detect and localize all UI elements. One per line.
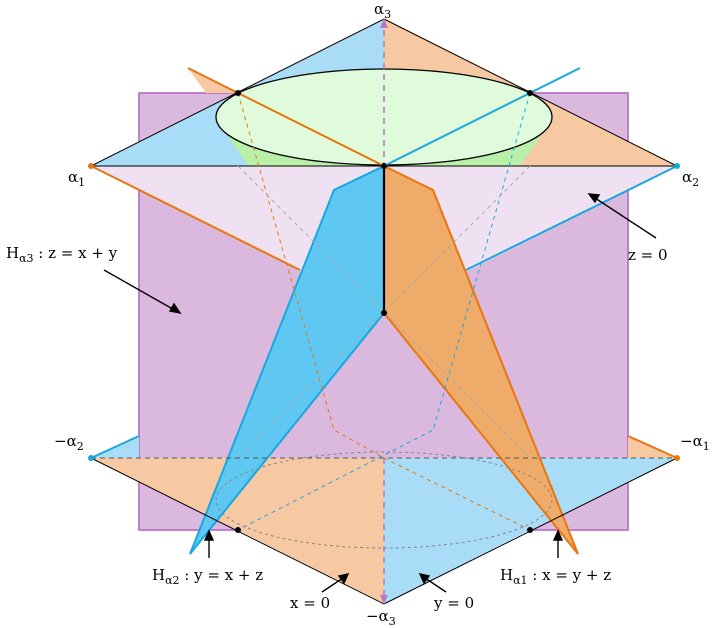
orange-edges <box>90 67 678 459</box>
blue-edges <box>90 67 678 459</box>
label-y0: y = 0 <box>433 594 474 612</box>
label-z0: z = 0 <box>628 246 668 264</box>
alpha1-endpoint <box>88 163 94 169</box>
alpha3-arrow-icon <box>380 19 388 28</box>
label-neg-alpha2: −α2 <box>54 432 84 453</box>
label-alpha2: α2 <box>682 168 699 189</box>
label-neg-alpha1: −α1 <box>680 432 710 453</box>
label-neg-alpha3: −α3 <box>366 607 396 628</box>
label-h-alpha1: Hα1 : x = y + z <box>500 566 611 587</box>
alpha2-endpoint <box>674 163 680 169</box>
neg-alpha3-arrow-icon <box>380 595 388 604</box>
label-h-alpha3: Hα3 : z = x + y <box>6 244 118 265</box>
label-h-alpha2: Hα2 : y = x + z <box>152 566 263 587</box>
upper-ellipse <box>215 68 553 166</box>
label-alpha3: α3 <box>374 0 391 21</box>
label-x0: x = 0 <box>290 594 330 612</box>
neg-alpha2-endpoint <box>88 455 94 461</box>
label-alpha1: α1 <box>68 168 85 189</box>
lower-orange-triangle <box>91 458 384 604</box>
dashed-lines <box>91 19 677 604</box>
neg-alpha1-endpoint <box>674 455 680 461</box>
annotation-arrows <box>103 193 657 593</box>
vertices <box>235 90 533 533</box>
